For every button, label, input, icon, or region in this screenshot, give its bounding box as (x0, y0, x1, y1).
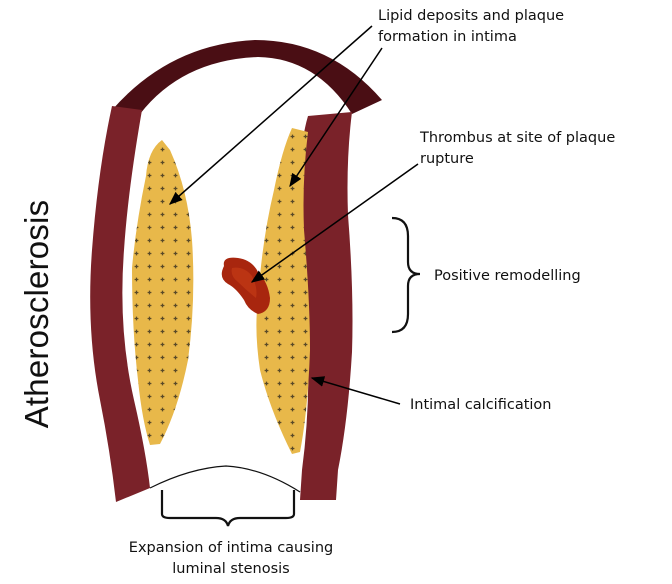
curly-brace-right (392, 218, 420, 332)
label-expansion-line-2: luminal stenosis (98, 559, 364, 580)
label-lipid-line-2: formation in intima (378, 27, 564, 48)
curly-brace-bottom (162, 490, 294, 526)
label-expansion-of-intima: Expansion of intima causing luminal sten… (98, 538, 364, 580)
label-positive-remodelling: Positive remodelling (434, 266, 581, 287)
label-lipid-line-1: Lipid deposits and plaque (378, 6, 564, 27)
plaque-left-dots (132, 140, 193, 445)
lumen-bulge (150, 466, 300, 492)
diagram-title: Atherosclerosis (18, 200, 56, 429)
vessel-wall-arch (112, 40, 382, 114)
label-thrombus-line-2: rupture (420, 149, 615, 170)
label-lipid-deposits: Lipid deposits and plaque formation in i… (378, 6, 564, 48)
label-intimal-calcification: Intimal calcification (410, 395, 551, 416)
label-thrombus: Thrombus at site of plaque rupture (420, 128, 615, 170)
label-thrombus-line-1: Thrombus at site of plaque (420, 128, 615, 149)
label-expansion-line-1: Expansion of intima causing (98, 538, 364, 559)
